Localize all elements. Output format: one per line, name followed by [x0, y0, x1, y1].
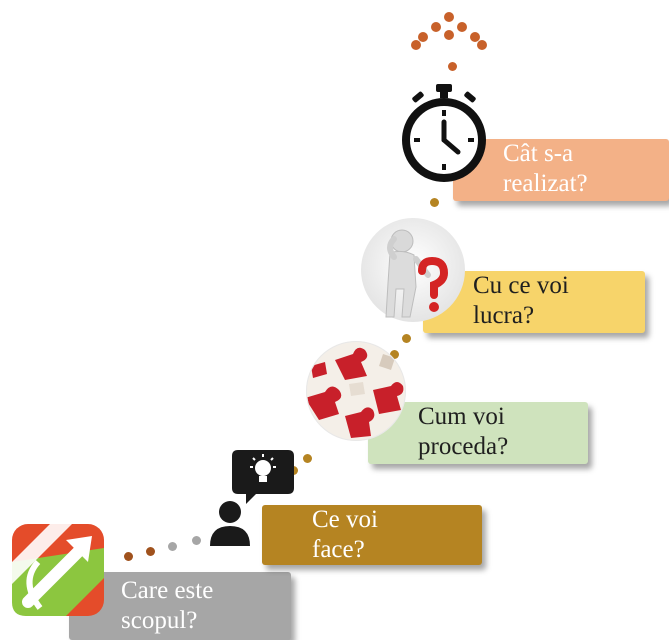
path-dot	[401, 333, 411, 343]
path-dot	[191, 535, 201, 545]
arrow-dot	[457, 22, 467, 32]
step-label-line1: Care este	[121, 577, 214, 604]
arrow-dot	[418, 32, 428, 42]
path-dot	[389, 349, 399, 359]
step-label-line1: Cu ce voi	[473, 272, 569, 299]
step-box-cum-voi-proceda: Cum voi proceda?	[368, 402, 588, 464]
path-dot	[145, 546, 155, 556]
puzzle-icon	[305, 340, 407, 442]
path-dot	[167, 541, 177, 551]
arrow-dot	[477, 40, 487, 50]
step-label-line2: scopul?	[121, 607, 198, 634]
stopwatch-icon	[398, 82, 490, 182]
step-label-line2: proceda?	[418, 433, 509, 460]
path-dot	[123, 551, 133, 561]
goal-arrow-icon	[10, 522, 106, 618]
step-box-ce-voi-face: Ce voi face?	[262, 505, 482, 565]
step-label-line2: lucra?	[473, 302, 535, 329]
step-label-line1: Cât s-a	[503, 140, 574, 167]
step-box-care-este-scopul: Care este scopul?	[69, 572, 291, 640]
step-label-line1: Ce voi	[312, 506, 378, 533]
arrow-dot	[444, 30, 454, 40]
path-dot	[447, 61, 457, 71]
arrow-dot	[444, 12, 454, 22]
step-box-cat-s-a-realizat: Cât s-a realizat?	[453, 139, 669, 201]
arrow-dot	[431, 22, 441, 32]
idea-person-icon	[206, 446, 296, 550]
step-label-line2: realizat?	[503, 170, 588, 197]
path-dot	[429, 197, 439, 207]
path-dot	[302, 453, 312, 463]
arrow-dot	[411, 40, 421, 50]
step-label-line2: face?	[312, 536, 365, 563]
thinking-figure-question-icon	[360, 217, 466, 323]
step-label-line1: Cum voi	[418, 403, 505, 430]
arrow-dot	[470, 32, 480, 42]
